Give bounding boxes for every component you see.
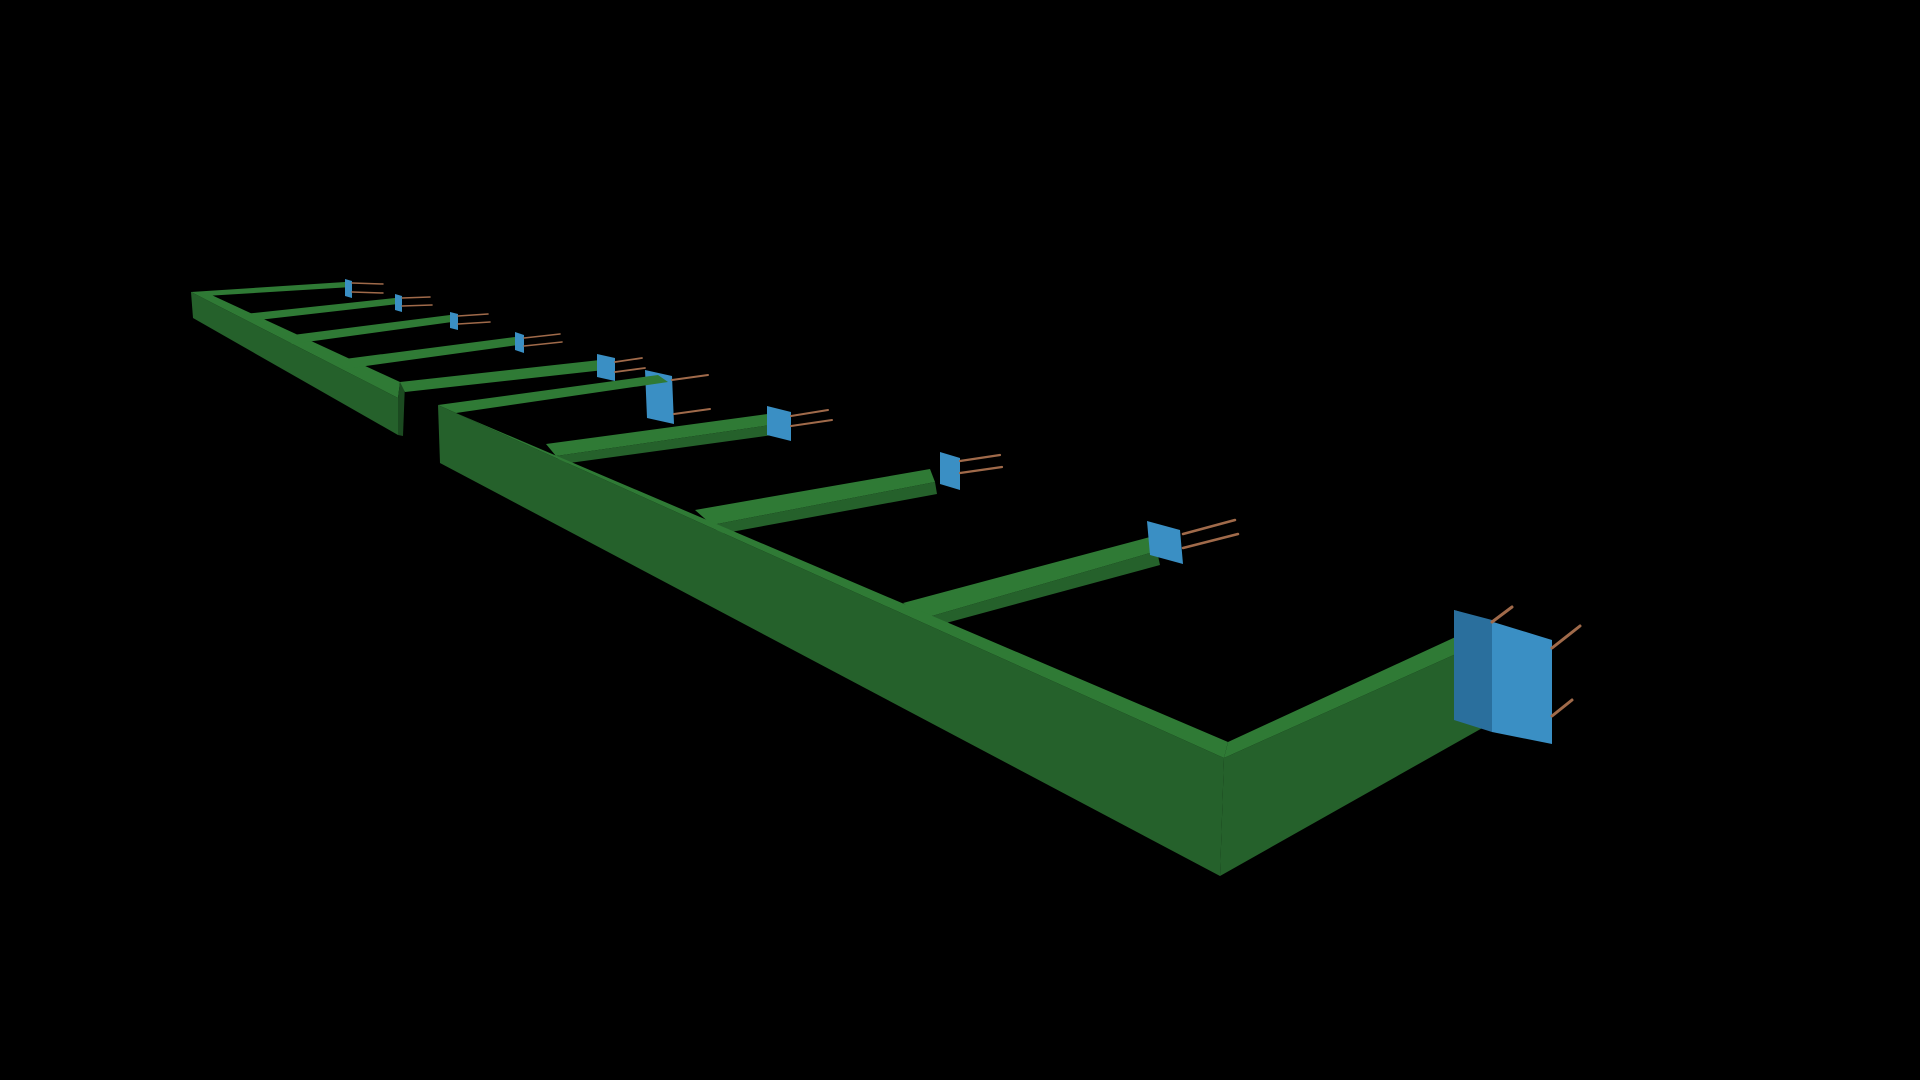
anchor-bolt <box>958 453 1002 463</box>
base-plate <box>450 312 458 330</box>
anchor-bolt <box>523 333 561 339</box>
near-frame-back-beam <box>438 375 668 413</box>
anchor-bolt <box>523 341 563 347</box>
near-frame-main-beam <box>438 405 1228 876</box>
near-end-beam-top <box>1224 622 1505 758</box>
near-frame-end-beam <box>1220 622 1505 876</box>
far-main-beam-end <box>398 382 405 436</box>
far-cross-beam <box>337 337 518 369</box>
base-plate <box>345 279 352 298</box>
anchor-bolt <box>958 465 1004 475</box>
near-main-beam-side <box>438 405 1224 876</box>
far-frame-anchor-bolts <box>351 282 711 415</box>
anchor-bolt <box>790 419 833 427</box>
anchor-bolt <box>1490 605 1514 624</box>
end-base-plate-edge <box>1454 610 1492 732</box>
anchor-bolt <box>790 409 829 417</box>
far-cross-beam <box>400 360 604 392</box>
near-main-beam-top <box>438 405 1228 758</box>
near-end-beam-side <box>1220 632 1505 876</box>
anchor-bolt <box>673 408 711 415</box>
base-plate <box>395 294 402 312</box>
anchor-bolt <box>457 321 491 325</box>
anchor-bolt <box>1550 624 1582 650</box>
far-end-beam <box>191 282 352 296</box>
far-cross-beam <box>244 298 398 321</box>
anchor-bolt <box>401 304 433 307</box>
near-frame <box>438 375 1582 876</box>
near-cross-beam-side <box>925 551 1160 626</box>
base-plate <box>1147 521 1183 564</box>
near-cross-beam-side <box>712 482 937 534</box>
far-frame-main-beam <box>191 292 405 436</box>
near-cross-beam <box>546 413 778 456</box>
anchor-bolt <box>457 313 489 317</box>
base-plate <box>515 332 524 353</box>
far-frame-cross-beams <box>244 298 604 392</box>
anchor-bolt <box>401 296 431 299</box>
anchor-bolt <box>1550 698 1574 718</box>
anchor-bolt <box>671 374 709 381</box>
near-cross-beam <box>903 537 1157 618</box>
anchor-bolt <box>614 357 643 363</box>
anchor-bolt <box>1181 532 1240 550</box>
far-cross-beam <box>285 315 452 344</box>
near-frame-anchor-bolts <box>790 409 1582 718</box>
base-plate <box>940 452 960 490</box>
near-cross-beam-side <box>556 424 780 464</box>
near-frame-cross-beams <box>546 413 1160 626</box>
far-main-beam-side <box>191 292 398 435</box>
base-plate <box>597 354 615 381</box>
near-frame-plates <box>767 406 1552 744</box>
far-main-beam-top <box>191 292 400 398</box>
anchor-bolt <box>614 367 646 373</box>
base-plate <box>767 406 791 441</box>
near-cross-beam <box>695 469 935 525</box>
anchor-bolt <box>1181 518 1237 536</box>
anchor-bolt <box>351 282 384 285</box>
anchor-bolt <box>351 291 384 294</box>
